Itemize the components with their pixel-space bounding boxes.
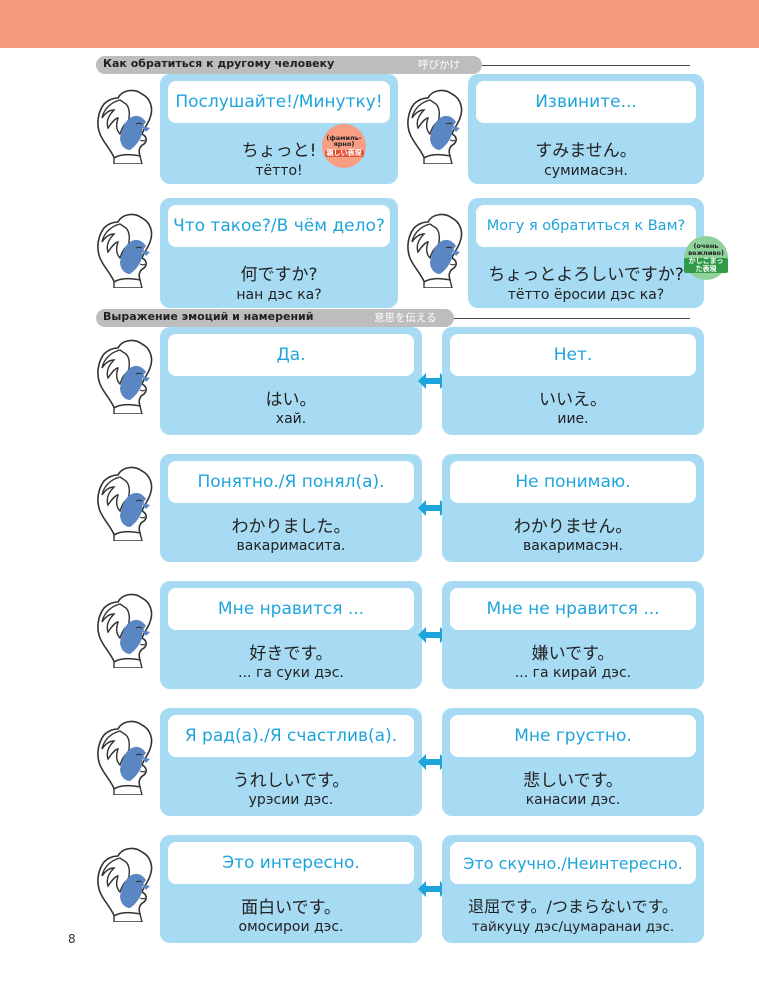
phrase-card: Нет. いいえ。 иие. xyxy=(442,327,704,435)
phrase-russian: Не понимаю. xyxy=(450,461,696,503)
phrase-card: Мне не нравится ... 嫌いです。 ... га кирай д… xyxy=(442,581,704,689)
phrase-transcription: хай. xyxy=(275,411,307,427)
phrase-japanese: はい。 xyxy=(265,390,317,410)
badge-note: (фамиль-ярно) xyxy=(326,133,362,149)
badge-jp: 親しい表現 xyxy=(324,149,364,158)
phrase-japanese: 嫌いです。 xyxy=(531,644,615,664)
section-jp-title: 呼びかけ xyxy=(418,59,460,71)
phrase-transcription: тётто ёросии дэс ка? xyxy=(507,287,665,303)
profile-head-icon xyxy=(97,89,153,164)
phrase-card: Что такое?/В чём дело? 何ですか? нан дэс ка? xyxy=(160,198,398,308)
profile-head-icon xyxy=(97,339,153,414)
section-jp-title: 意思を伝える xyxy=(374,312,437,324)
phrase-japanese: 何ですか? xyxy=(240,265,318,285)
polite-badge: (очень вежливо) かしこまった表現 xyxy=(684,236,728,280)
phrase-japanese: すみません。 xyxy=(535,141,637,161)
phrase-card: Послушайте!/Минутку! ちょっと! тётто! xyxy=(160,74,398,184)
phrase-card: Я рад(а)./Я счастлив(а). うれしいです。 урэсии … xyxy=(160,708,422,816)
section-rule xyxy=(482,65,690,66)
phrase-japanese: ちょっと! xyxy=(241,141,317,161)
profile-head-icon xyxy=(97,720,153,795)
phrase-russian: Могу я обратиться к Вам? xyxy=(476,205,696,247)
phrase-russian: Мне грустно. xyxy=(450,715,696,757)
phrase-transcription: ... га кирай дэс. xyxy=(514,665,632,681)
phrase-russian: Я рад(а)./Я счастлив(а). xyxy=(168,715,414,757)
badge-note: (очень вежливо) xyxy=(688,241,724,257)
page-number: 8 xyxy=(68,932,76,946)
badge-jp: かしこまった表現 xyxy=(684,258,728,274)
phrase-card: Да. はい。 хай. xyxy=(160,327,422,435)
section-pill xyxy=(96,56,482,74)
phrase-russian: Это интересно. xyxy=(168,842,414,884)
phrase-card: Это интересно. 面白いです。 омосирои дэс. xyxy=(160,835,422,943)
phrase-transcription: вакаримасэн. xyxy=(523,538,623,554)
phrase-japanese: わかりました。 xyxy=(231,517,351,537)
profile-head-icon xyxy=(97,466,153,541)
phrase-russian: Да. xyxy=(168,334,414,376)
phrase-russian: Что такое?/В чём дело? xyxy=(168,205,390,247)
phrase-transcription: иие. xyxy=(557,411,589,427)
phrase-japanese: わかりません。 xyxy=(513,517,633,537)
phrase-russian: Послушайте!/Минутку! xyxy=(168,81,390,123)
phrase-russian: Понятно./Я понял(а). xyxy=(168,461,414,503)
profile-head-icon xyxy=(97,847,153,922)
phrase-transcription: вакаримасита. xyxy=(236,538,346,554)
phrase-transcription: тётто! xyxy=(255,163,303,179)
phrase-card: Извините... すみません。 сумимасэн. xyxy=(468,74,704,184)
phrase-russian: Мне не нравится ... xyxy=(450,588,696,630)
profile-head-icon xyxy=(97,213,153,288)
phrase-japanese: 悲しいです。 xyxy=(523,771,623,791)
phrase-japanese: いいえ。 xyxy=(539,390,607,410)
phrase-russian: Мне нравится ... xyxy=(168,588,414,630)
phrase-japanese: うれしいです。 xyxy=(232,771,350,791)
phrase-card: Это скучно./Неинтересно. 退屈です。/つまらないです。 … xyxy=(442,835,704,943)
phrase-russian: Это скучно./Неинтересно. xyxy=(450,842,696,884)
phrase-russian: Извините... xyxy=(476,81,696,123)
profile-head-icon xyxy=(407,89,463,164)
phrase-transcription: канасии дэс. xyxy=(525,792,621,808)
section-title: Выражение эмоций и намерений xyxy=(103,310,314,323)
profile-head-icon xyxy=(407,213,463,288)
phrase-card: Мне грустно. 悲しいです。 канасии дэс. xyxy=(442,708,704,816)
phrase-japanese: 面白いです。 xyxy=(241,898,341,918)
phrase-japanese: ちょっとよろしいですか? xyxy=(488,265,684,285)
phrase-japanese: 退屈です。/つまらないです。 xyxy=(468,897,678,916)
profile-head-icon xyxy=(97,593,153,668)
phrase-transcription: тайкуцу дэс/цумаранаи дэс. xyxy=(471,919,675,935)
phrase-japanese: 好きです。 xyxy=(249,644,333,664)
phrase-transcription: нан дэс ка? xyxy=(236,287,322,303)
phrase-transcription: урэсии дэс. xyxy=(248,792,334,808)
phrase-transcription: ... га суки дэс. xyxy=(238,665,344,681)
section-pill xyxy=(96,309,454,327)
phrase-card: Понятно./Я понял(а). わかりました。 вакаримасит… xyxy=(160,454,422,562)
phrase-card: Не понимаю. わかりません。 вакаримасэн. xyxy=(442,454,704,562)
phrase-russian: Нет. xyxy=(450,334,696,376)
top-color-band xyxy=(0,0,759,48)
phrase-transcription: омосирои дэс. xyxy=(238,919,344,935)
phrase-card: Могу я обратиться к Вам? ちょっとよろしいですか? тё… xyxy=(468,198,704,308)
phrase-transcription: сумимасэн. xyxy=(544,163,628,179)
casual-badge: (фамиль-ярно) 親しい表現 xyxy=(322,124,366,168)
section-rule xyxy=(454,318,690,319)
phrase-card: Мне нравится ... 好きです。 ... га суки дэс. xyxy=(160,581,422,689)
section-title: Как обратиться к другому человеку xyxy=(103,57,335,70)
